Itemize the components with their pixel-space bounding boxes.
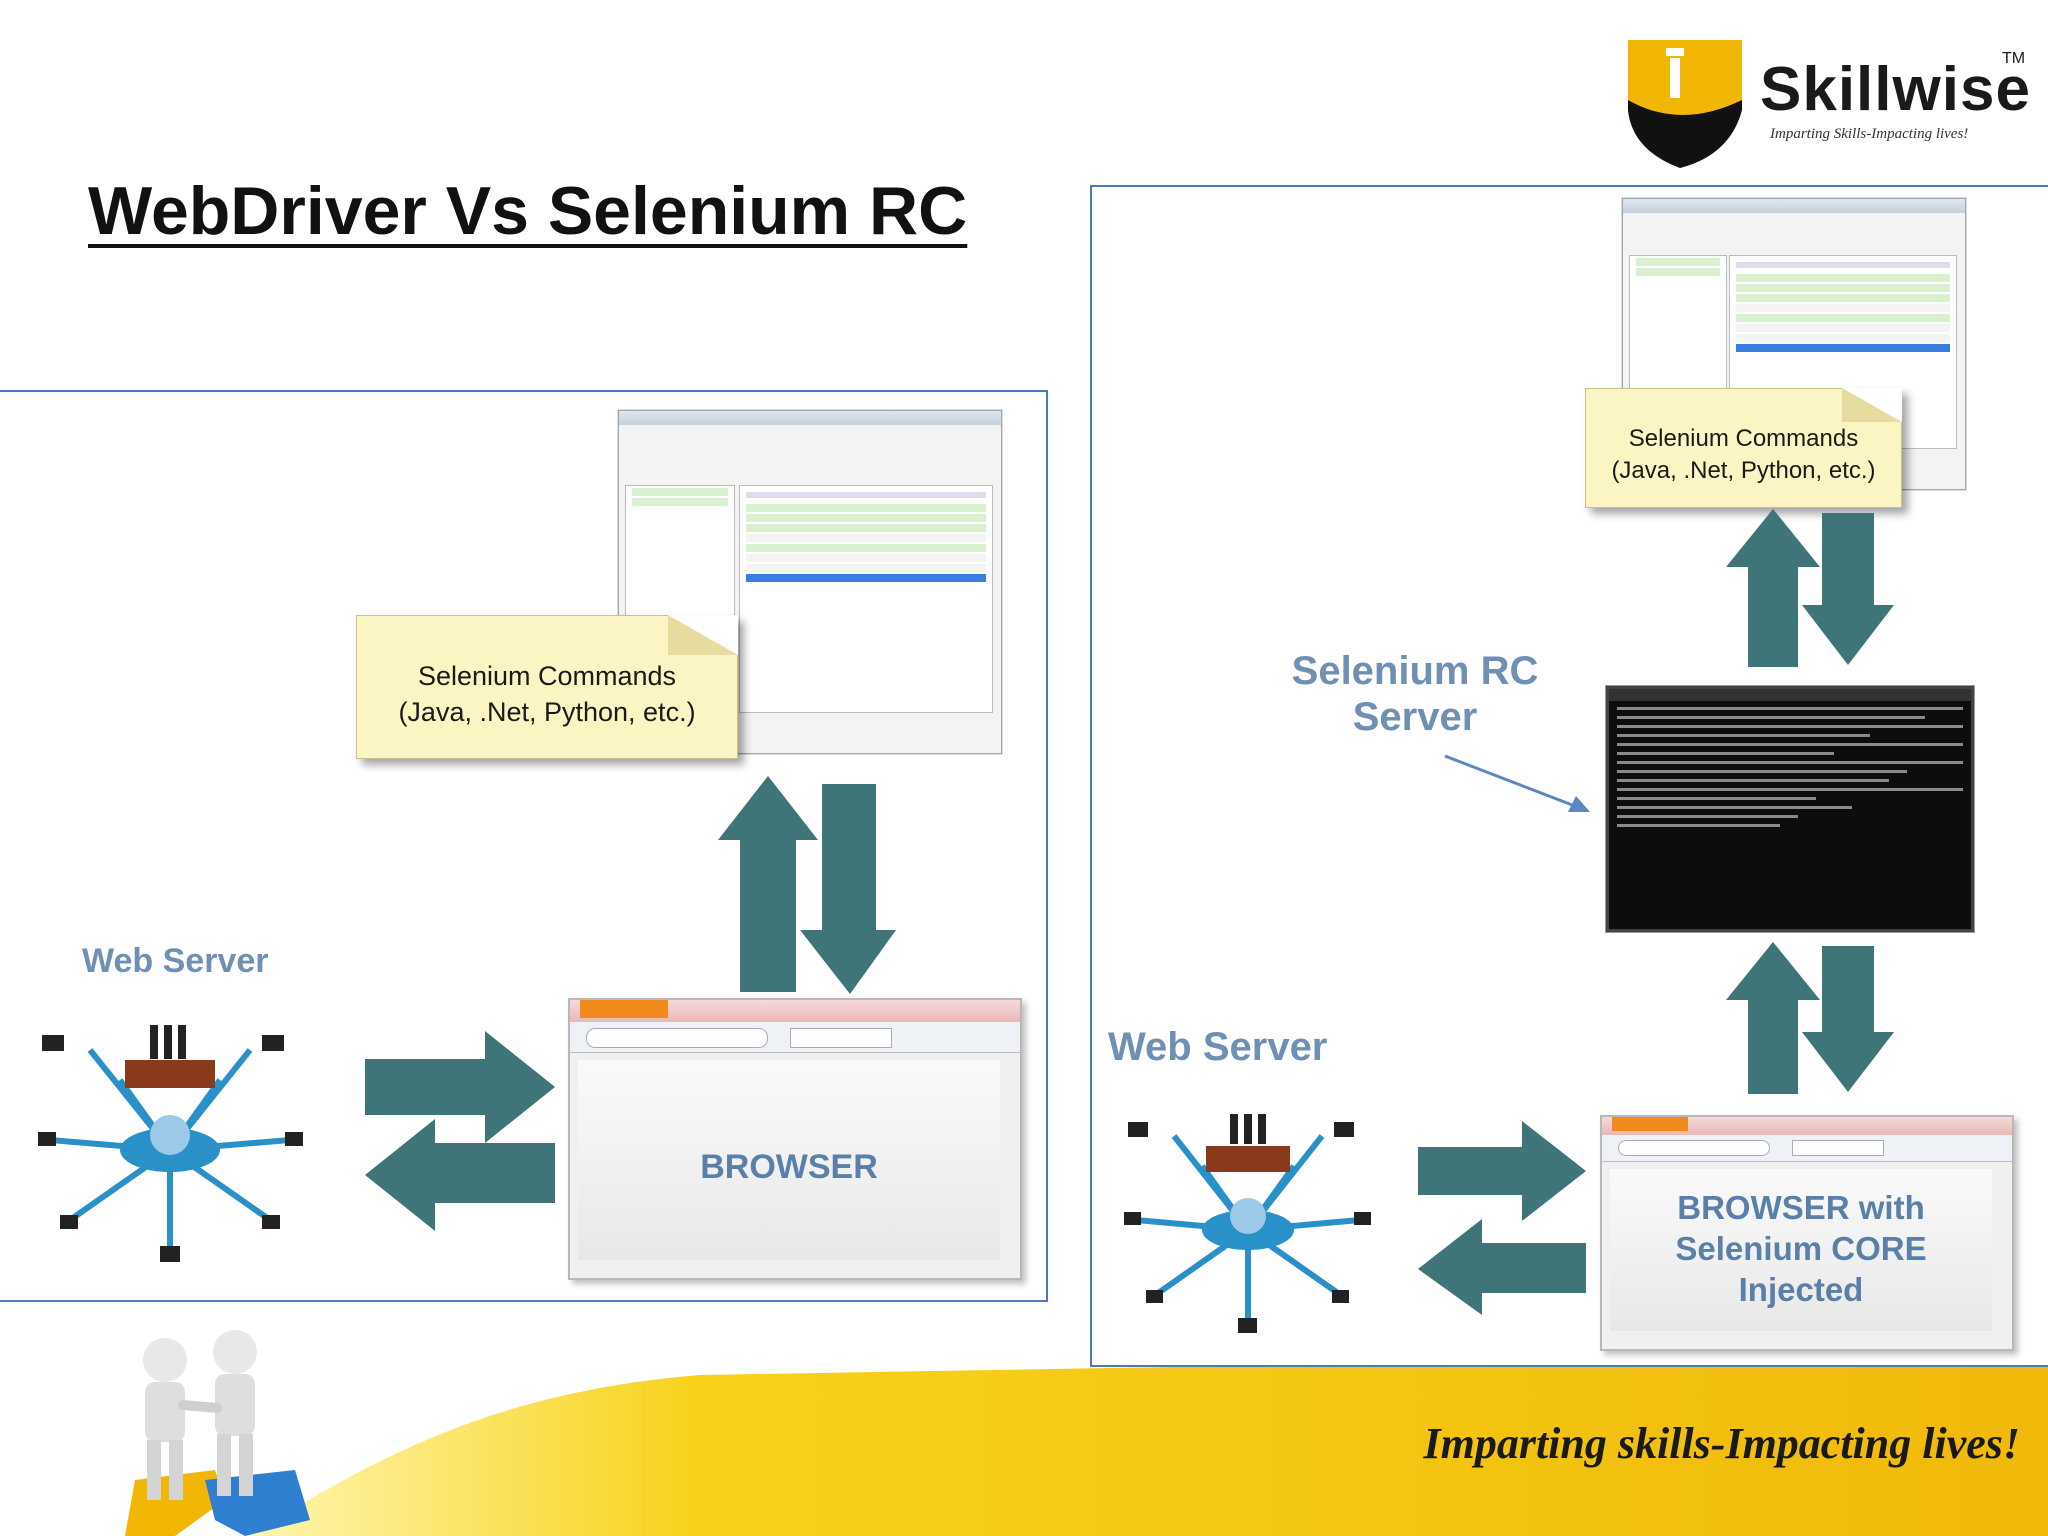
browser-line-3: Injected: [1738, 1271, 1864, 1308]
arrow-down-icon: [1802, 513, 1894, 665]
network-server-icon: [38, 1025, 303, 1262]
browser-line-2: Selenium CORE: [1675, 1230, 1927, 1267]
logo-wordmark: Skillwise: [1760, 55, 2031, 124]
arrow-up-icon: [1726, 942, 1820, 1094]
browser-line-1: BROWSER with: [1677, 1189, 1925, 1226]
arrow-up-icon: [1726, 509, 1820, 667]
logo-tagline: Imparting Skills-Impacting lives!: [1770, 126, 1969, 142]
arrow-right-icon: [1418, 1121, 1586, 1221]
rc-pointer-arrow: [1444, 754, 1590, 812]
footer-tagline: Imparting skills-Impacting lives!: [1423, 1419, 2020, 1468]
page-title: WebDriver Vs Selenium RC: [88, 173, 968, 249]
rc-server-console: [1606, 686, 1974, 932]
web-server-label-rc: Web Server: [1108, 1025, 1328, 1069]
rc-server-line-2: Server: [1352, 695, 1478, 739]
arrow-up-icon: [718, 776, 818, 992]
left-horizontal-arrows: [365, 1031, 555, 1231]
arrow-left-icon: [365, 1119, 555, 1231]
selenium-commands-note-rc: Selenium Commands (Java, .Net, Python, e…: [1585, 388, 1902, 508]
note-line-1: Selenium Commands: [1628, 425, 1859, 452]
arrow-down-icon: [1802, 946, 1894, 1092]
selenium-commands-note: Selenium Commands (Java, .Net, Python, e…: [356, 615, 738, 759]
skillwise-logo: Skillwise TM Imparting Skills-Impacting …: [1620, 30, 2030, 170]
browser-window: BROWSER: [568, 998, 1022, 1280]
logo-trademark: TM: [2002, 50, 2026, 67]
web-server-label: Web Server: [82, 942, 269, 980]
note-line-2: (Java, .Net, Python, etc.): [1611, 457, 1876, 484]
arrow-left-icon: [1418, 1219, 1586, 1315]
rc-top-vertical-arrows: [1726, 509, 1894, 667]
arrow-right-icon: [365, 1031, 555, 1143]
network-server-icon-rc: [1124, 1114, 1371, 1333]
rc-bottom-vertical-arrows: [1726, 942, 1894, 1094]
rc-horizontal-arrows: [1418, 1121, 1586, 1315]
rc-server-label: Selenium RC Server: [1270, 648, 1560, 740]
browser-window-rc: BROWSER with Selenium CORE Injected: [1600, 1115, 2014, 1351]
rc-server-line-1: Selenium RC: [1291, 649, 1539, 693]
left-vertical-arrows: [718, 776, 896, 994]
arrow-down-icon: [800, 784, 896, 994]
shield-logo-icon: [1628, 40, 1742, 168]
browser-label: BROWSER: [700, 1148, 878, 1186]
browser-label-rc: BROWSER with Selenium CORE Injected: [1610, 1187, 1992, 1310]
handshake-figures-icon: [125, 1330, 310, 1536]
note-line-2: (Java, .Net, Python, etc.): [398, 697, 696, 727]
note-line-1: Selenium Commands: [417, 661, 677, 691]
